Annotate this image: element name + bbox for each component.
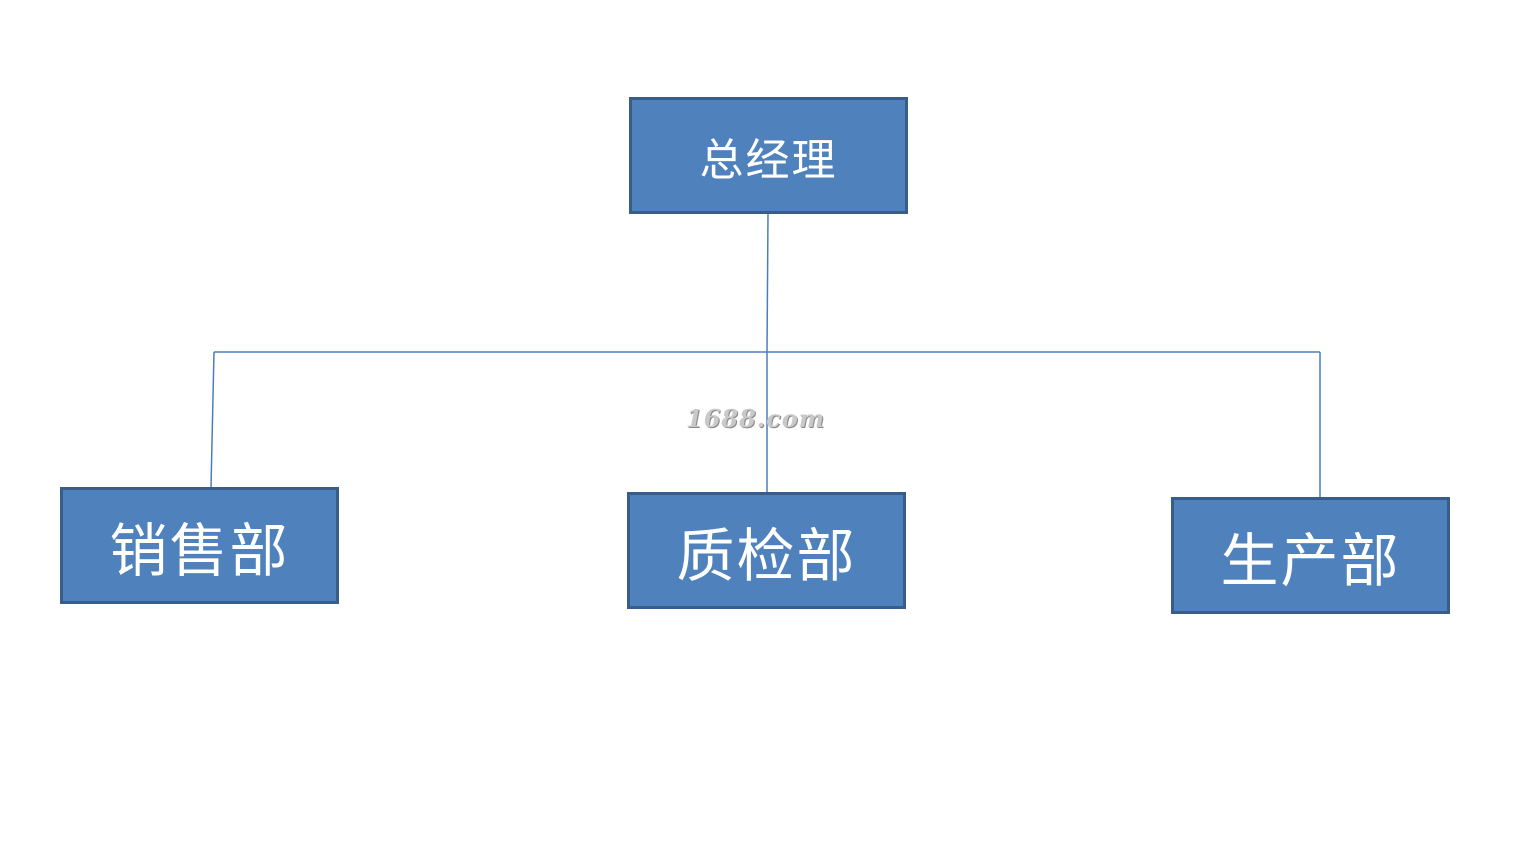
node-general-manager: 总经理 [629, 97, 908, 214]
node-production-department: 生产部 [1171, 497, 1450, 614]
node-label: 总经理 [699, 134, 838, 186]
node-sales-department: 销售部 [60, 487, 339, 604]
node-label: 销售部 [109, 516, 290, 585]
node-quality-inspection-department: 质检部 [627, 492, 906, 609]
root-to-bus-connector [766, 213, 769, 353]
node-label: 质检部 [676, 521, 857, 590]
watermark: 1688.com [686, 404, 826, 433]
bus-to-sales-connector [210, 351, 215, 488]
node-label: 生产部 [1220, 526, 1401, 595]
